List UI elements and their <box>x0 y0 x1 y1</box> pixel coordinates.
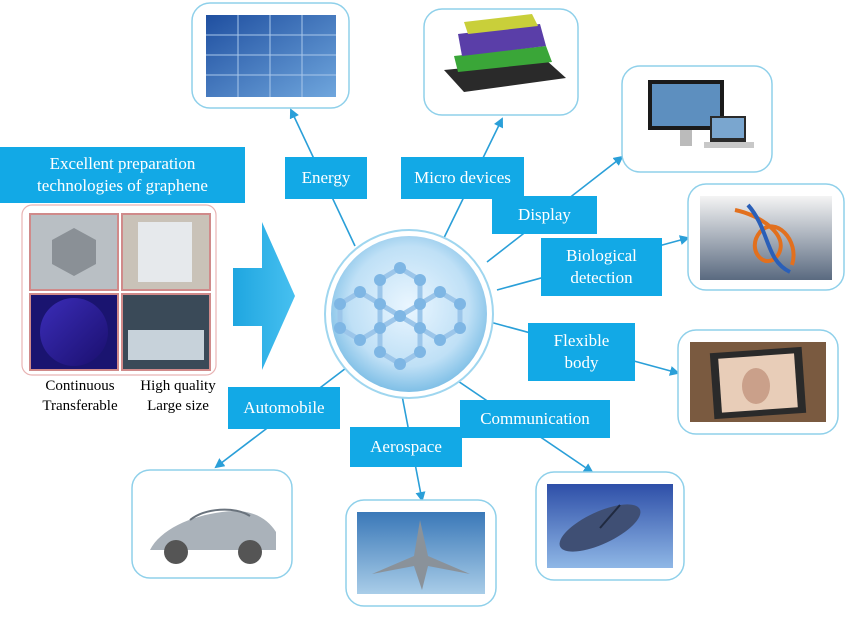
title-line-1: Excellent preparation <box>49 154 196 173</box>
flex-line-1: Flexible <box>553 331 610 350</box>
caption-right-line-2: Large size <box>147 398 209 414</box>
micro-device-image <box>423 8 579 116</box>
automobile-image <box>131 469 293 579</box>
label-energy: Energy <box>285 157 367 199</box>
label-flexible-body: Flexible body <box>528 323 635 381</box>
communication-image <box>535 471 685 581</box>
biological-detection-image <box>687 183 845 291</box>
caption-left-line-1: Continuous <box>45 378 115 394</box>
caption-continuous-transferable: Continuous Transferable <box>28 376 132 416</box>
label-automobile: Automobile <box>228 387 340 429</box>
caption-right-line-1: High quality <box>140 378 216 394</box>
caption-high-quality-large-size: High quality Large size <box>128 376 228 416</box>
block-arrow-icon <box>233 222 295 370</box>
label-biological-detection: Biological detection <box>541 238 662 296</box>
flex-line-2: body <box>564 353 599 372</box>
flexible-body-image <box>677 329 839 435</box>
solar-panel-image <box>191 2 350 109</box>
title-line-2: technologies of graphene <box>37 176 208 195</box>
bio-line-2: detection <box>570 268 633 287</box>
aerospace-image <box>345 499 497 607</box>
preparation-title: Excellent preparation technologies of gr… <box>0 147 245 203</box>
graphene-sphere-icon <box>324 229 494 399</box>
caption-left-line-2: Transferable <box>42 398 118 414</box>
label-aerospace: Aerospace <box>350 427 462 467</box>
preparation-panel <box>21 204 217 376</box>
label-communication: Communication <box>460 400 610 438</box>
display-image <box>621 65 773 173</box>
bio-line-1: Biological <box>566 246 637 265</box>
label-display: Display <box>492 196 597 234</box>
label-micro-devices: Micro devices <box>401 157 524 199</box>
